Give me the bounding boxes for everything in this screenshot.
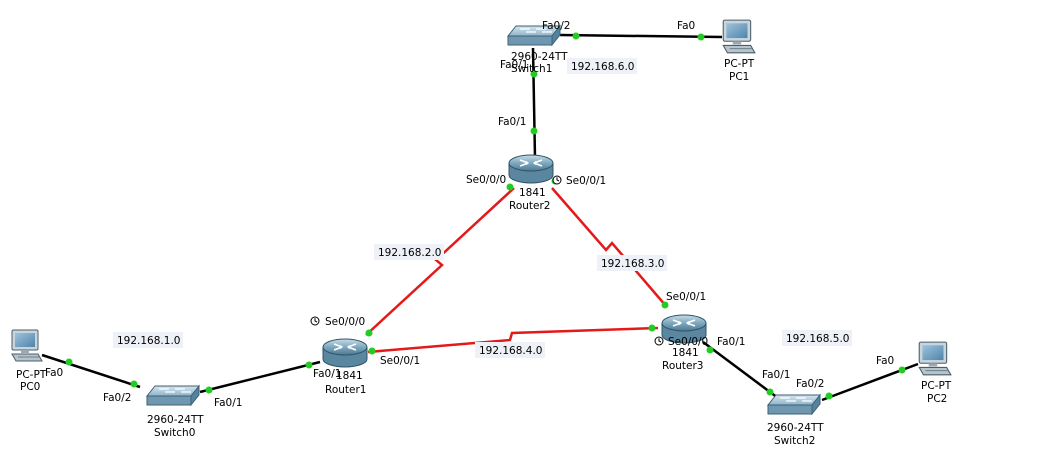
device-model: 1841 — [336, 370, 363, 382]
port-label: Fa0/1 — [498, 116, 526, 128]
port-label: Fa0 — [876, 355, 894, 367]
port-label: Fa0 — [677, 20, 695, 32]
svg-text:192.168.3.0: 192.168.3.0 — [601, 258, 664, 270]
port-label: Fa0/1 — [214, 397, 242, 409]
router-icon — [322, 338, 368, 368]
port-dot — [305, 361, 313, 369]
switch-icon — [146, 385, 200, 406]
device-name: Router2 — [509, 200, 550, 212]
port-label: Se0/0/1 — [566, 175, 606, 187]
device-model: PC-PT — [724, 58, 755, 70]
svg-text:192.168.6.0: 192.168.6.0 — [571, 61, 634, 73]
link-pc0-switch0[interactable] — [41, 353, 141, 389]
port-indicators — [65, 32, 906, 400]
device-model: 2960-24TT — [511, 51, 568, 63]
pc-icon — [11, 329, 43, 362]
device-name: PC2 — [927, 393, 947, 405]
port-dot — [506, 183, 514, 191]
device-model: 2960-24TT — [767, 422, 824, 434]
port-dot — [766, 388, 774, 396]
device-router1[interactable]: 1841 Router1 — [322, 338, 368, 396]
svg-text:192.168.1.0: 192.168.1.0 — [117, 335, 180, 347]
port-dot — [572, 32, 580, 40]
link-router1-router2[interactable] — [365, 187, 515, 336]
link-switch1-router2[interactable] — [531, 47, 537, 159]
port-dot — [130, 380, 138, 388]
port-dot — [898, 366, 906, 374]
serial-links — [365, 187, 667, 354]
port-dot — [697, 33, 705, 41]
clock-icon — [310, 316, 320, 326]
port-dot — [706, 346, 714, 354]
svg-text:192.168.5.0: 192.168.5.0 — [786, 333, 849, 345]
port-labels: Fa0 Fa0/2 Fa0/1 Fa0/1 Se0/0/0 Se0/0/1 Se… — [45, 20, 894, 409]
device-model: 1841 — [519, 187, 546, 199]
device-switch1[interactable]: 2960-24TT Switch1 — [507, 25, 568, 75]
port-label: Fa0/1 — [717, 336, 745, 348]
network-label-192-168-2-0[interactable]: 192.168.2.0 — [374, 244, 444, 260]
clock-icon — [552, 175, 562, 185]
port-label: Se0/0/1 — [380, 355, 420, 367]
link-router3-switch2[interactable] — [702, 340, 779, 400]
port-dot — [530, 70, 538, 78]
port-dot — [365, 329, 373, 337]
port-label: Fa0/1 — [762, 369, 790, 381]
link-switch1-pc1[interactable] — [559, 33, 723, 39]
link-switch0-router1[interactable] — [199, 360, 321, 394]
device-name: Switch2 — [774, 435, 815, 447]
port-dot — [661, 301, 669, 309]
device-name: Router1 — [325, 384, 366, 396]
port-dot — [368, 347, 376, 355]
device-pc2[interactable]: PC-PT PC2 — [918, 341, 952, 405]
device-router3[interactable]: 1841 Router3 — [661, 314, 707, 372]
network-labels: 192.168.1.0 192.168.2.0 192.168.3.0 192.… — [113, 58, 852, 358]
port-label: Fa0/1 — [500, 59, 528, 71]
network-label-192-168-3-0[interactable]: 192.168.3.0 — [597, 255, 667, 271]
port-label: Se0/0/0 — [466, 174, 506, 186]
port-label: Fa0/2 — [796, 378, 824, 390]
device-model: 1841 — [672, 347, 699, 359]
device-model: PC-PT — [921, 380, 952, 392]
device-name: Switch0 — [154, 427, 195, 439]
device-name: Switch1 — [511, 63, 552, 75]
network-label-192-168-5-0[interactable]: 192.168.5.0 — [782, 330, 852, 346]
network-label-192-168-4-0[interactable]: 192.168.4.0 — [475, 342, 545, 358]
port-dot — [825, 392, 833, 400]
pc-icon — [722, 19, 756, 54]
router-icon — [508, 154, 554, 184]
port-label: Se0/0/0 — [668, 336, 708, 348]
device-name: PC1 — [729, 71, 749, 83]
port-label: Se0/0/1 — [666, 291, 706, 303]
device-pc1[interactable]: PC-PT PC1 — [722, 19, 756, 83]
device-name: Router3 — [662, 360, 703, 372]
port-dot — [205, 386, 213, 394]
pc-icon — [918, 341, 952, 376]
port-label: Fa0/2 — [542, 20, 570, 32]
device-name: PC0 — [20, 381, 40, 393]
network-label-192-168-1-0[interactable]: 192.168.1.0 — [113, 332, 183, 348]
port-label: Fa0/1 — [313, 368, 341, 380]
device-model: PC-PT — [16, 369, 47, 381]
device-switch2[interactable]: 2960-24TT Switch2 — [767, 394, 824, 447]
port-dot — [65, 358, 73, 366]
link-router1-router3[interactable] — [367, 326, 659, 354]
svg-text:192.168.2.0: 192.168.2.0 — [378, 247, 441, 259]
link-router2-router3[interactable] — [551, 187, 667, 307]
network-label-192-168-6-0[interactable]: 192.168.6.0 — [567, 58, 637, 74]
switch-icon — [767, 394, 821, 415]
port-label: Fa0/2 — [103, 392, 131, 404]
port-dot — [648, 324, 656, 332]
device-pc0[interactable]: PC-PT PC0 — [11, 329, 47, 393]
device-switch0[interactable]: 2960-24TT Switch0 — [146, 385, 204, 439]
clock-icon — [654, 336, 664, 346]
port-label: Fa0 — [45, 367, 63, 379]
device-model: 2960-24TT — [147, 414, 204, 426]
svg-text:192.168.4.0: 192.168.4.0 — [479, 345, 542, 357]
ethernet-links — [41, 33, 919, 402]
port-label: Se0/0/0 — [325, 316, 365, 328]
port-dot — [530, 127, 538, 135]
device-router2[interactable]: 1841 Router2 — [508, 154, 554, 212]
